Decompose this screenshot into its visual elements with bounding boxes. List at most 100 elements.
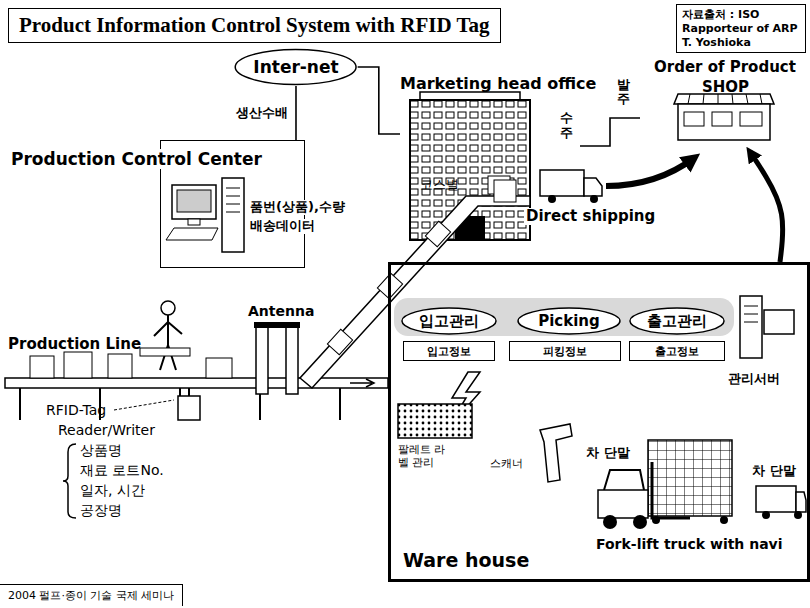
- reader-writer: [63, 444, 76, 518]
- office-building: [410, 92, 530, 240]
- data-item: 일자, 시간: [80, 482, 145, 498]
- product-box: [108, 354, 132, 378]
- forklift: [598, 462, 690, 529]
- node-heading: Order of Product: [654, 58, 796, 76]
- route-note: 코스별: [420, 178, 459, 193]
- worker: [140, 301, 190, 370]
- shop: Order of ProductSHOP: [640, 58, 805, 150]
- info-box: 입고정보: [403, 341, 495, 361]
- connector: [295, 86, 297, 140]
- edge-label: 수주: [558, 111, 575, 140]
- computer: [222, 178, 244, 252]
- data-item: 공장명: [80, 502, 122, 518]
- product-box: [425, 221, 450, 247]
- shop-building: [740, 112, 762, 126]
- reader-writer: [178, 396, 200, 420]
- forklift: [598, 490, 648, 518]
- part-label: Antenna: [248, 303, 314, 319]
- node-heading: 자료출처 : ISO Rapporteur of ARP T. Yoshioka: [682, 8, 800, 49]
- computer: [166, 178, 244, 252]
- product-box: [206, 358, 232, 378]
- connector: [750, 152, 783, 262]
- pallet-shelf: [398, 404, 472, 438]
- flow-label: Direct shipping: [524, 208, 657, 225]
- node-heading: Marketing head office: [400, 74, 596, 93]
- flow-label: 발주: [617, 78, 630, 107]
- reader-writer: [188, 388, 190, 396]
- computer: [166, 228, 218, 240]
- node-heading: 출고정보: [655, 344, 699, 359]
- part-label: RFID-Tag: [46, 402, 106, 418]
- process-band: [394, 298, 734, 336]
- cart-cage: [720, 516, 728, 524]
- cart-cage: [648, 440, 732, 516]
- shop-building: [712, 112, 732, 126]
- line-label: Production Line: [8, 336, 141, 353]
- ellipse-outline: [236, 50, 357, 85]
- node-heading: Production Control Center: [9, 149, 264, 169]
- truck: [756, 486, 796, 512]
- node-text: SHOP: [702, 78, 749, 96]
- data-item: 상품명: [80, 442, 122, 458]
- node-heading: Inter-net: [253, 57, 338, 77]
- scanner: [540, 424, 572, 482]
- antenna-gate: [256, 326, 268, 394]
- conveyor: [350, 379, 374, 387]
- shop-building: [684, 112, 704, 126]
- delivery-truck: [540, 170, 584, 196]
- connector: [580, 118, 640, 146]
- conveyor: [300, 196, 530, 388]
- part-label: 차 단말: [752, 464, 796, 479]
- conveyor: [5, 196, 530, 420]
- product-box: [30, 356, 54, 378]
- worker: [154, 315, 182, 370]
- computer: [172, 185, 216, 219]
- worker: [161, 301, 175, 315]
- part-label: Reader/Writer: [58, 422, 155, 438]
- server: [764, 310, 794, 334]
- computer: [177, 190, 211, 212]
- data-item: 재료 로트No.: [80, 462, 164, 478]
- truck: [762, 511, 770, 519]
- server: [740, 296, 794, 358]
- process-oval: Picking: [517, 307, 621, 335]
- office-building: [410, 100, 530, 240]
- shop-building: [678, 104, 770, 140]
- part-label: 스캐너: [490, 458, 523, 471]
- delivery-truck: [584, 178, 602, 196]
- node-heading: 피킹정보: [543, 344, 587, 359]
- ellipse-outline: [402, 308, 496, 334]
- process-oval: 입고관리: [401, 307, 497, 335]
- part-label: 관리서버: [728, 372, 780, 387]
- part-label: 팔레트 라벨 관리: [398, 444, 450, 469]
- server: [744, 306, 758, 322]
- antenna-gate: [254, 322, 300, 328]
- delivery-truck: [590, 195, 598, 203]
- part-label: Fork-lift truck with navi: [594, 536, 785, 552]
- part-label: 차 단말: [586, 446, 630, 461]
- truck: [794, 511, 802, 519]
- reader-writer: [114, 400, 174, 410]
- forklift: [633, 515, 647, 529]
- delivery-truck: [606, 158, 694, 186]
- info-box: 출고정보: [629, 341, 725, 361]
- computer: [226, 188, 240, 212]
- node-heading: 출고관리: [647, 312, 707, 331]
- forklift: [603, 515, 617, 529]
- pallet-shelf: [398, 404, 472, 438]
- info-box: 피킹정보: [509, 341, 621, 361]
- cart-cage: [648, 440, 732, 524]
- source-box: 자료출처 : ISO Rapporteur of ARP T. Yoshioka: [676, 4, 806, 53]
- truck: [796, 492, 806, 512]
- node-heading: Picking: [538, 312, 600, 330]
- delivery-truck: [494, 158, 694, 203]
- network-cloud: Inter-net: [234, 48, 357, 86]
- antenna-gate: [254, 322, 300, 394]
- warehouse: Ware house입고관리Picking출고관리입고정보피킹정보출고정보: [388, 262, 810, 582]
- computer: [188, 219, 200, 225]
- product-box: [327, 329, 352, 355]
- data-note: 배송데이터: [248, 219, 317, 234]
- ellipse-outline: [630, 308, 724, 334]
